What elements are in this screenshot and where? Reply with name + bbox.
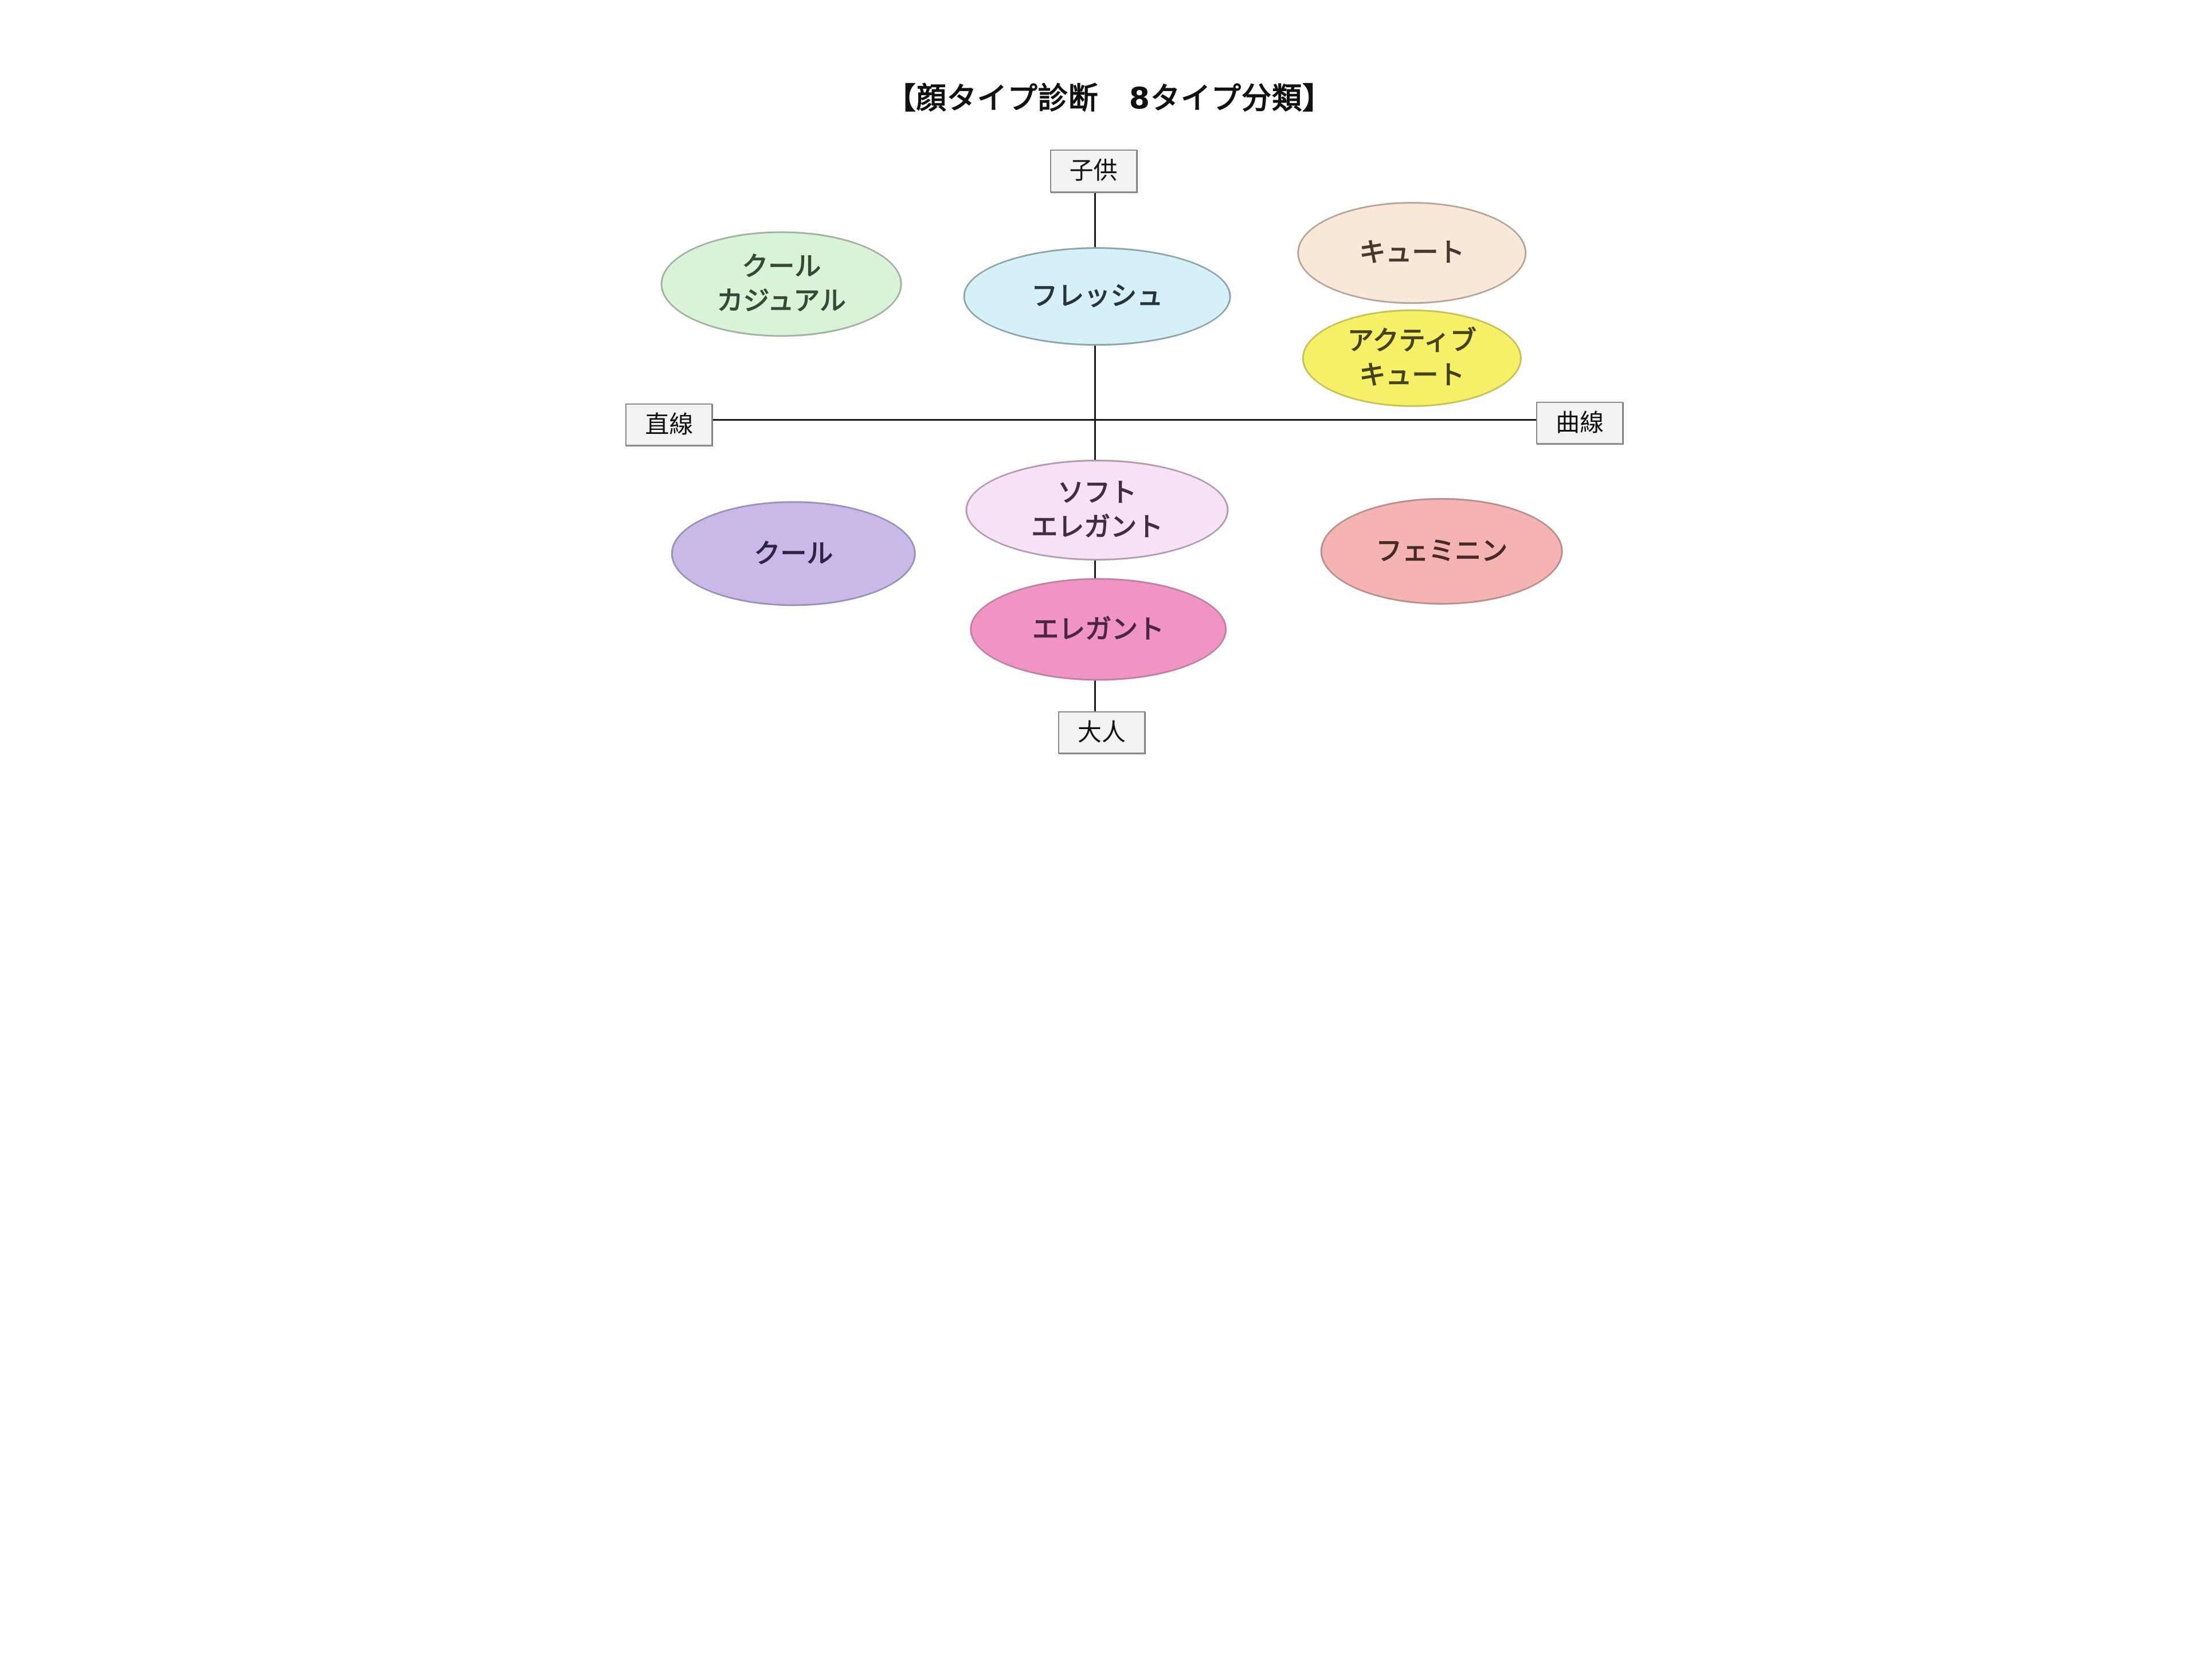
type-ellipse-soft-elegant: ソフト エレガント: [965, 459, 1229, 561]
type-label-feminine: フェミニン: [1376, 535, 1508, 566]
type-ellipse-elegant: エレガント: [970, 578, 1227, 681]
type-label-elegant: エレガント: [1032, 613, 1165, 645]
type-label-soft-elegant: ソフト エレガント: [1031, 477, 1164, 542]
type-label-cool-casual: クール カジュアル: [716, 250, 846, 316]
type-ellipse-cool-casual: クール カジュアル: [660, 231, 902, 337]
type-label-active-cute: アクティブ キュート: [1347, 324, 1477, 390]
horizontal-axis-line: [669, 419, 1581, 421]
type-label-cool: クール: [754, 538, 833, 569]
type-ellipse-cool: クール: [671, 501, 916, 606]
type-label-fresh: フレッシュ: [1031, 280, 1164, 312]
face-type-diagram: 【顔タイプ診断 8タイプ分類】 子供 大人 直線 曲線 クール カジュアル フレ…: [550, 0, 1651, 840]
type-ellipse-active-cute: アクティブ キュート: [1302, 309, 1522, 407]
vertical-axis-line: [1094, 170, 1096, 733]
type-ellipse-feminine: フェミニン: [1320, 498, 1563, 605]
type-ellipse-cute: キュート: [1297, 202, 1527, 304]
type-ellipse-fresh: フレッシュ: [963, 247, 1231, 346]
axis-label-curve: 曲線: [1536, 402, 1624, 445]
axis-label-child: 子供: [1049, 150, 1137, 193]
diagram-title: 【顔タイプ診断 8タイプ分類】: [886, 81, 1333, 116]
axis-label-adult: 大人: [1058, 711, 1145, 754]
axis-label-straight: 直線: [625, 403, 713, 447]
type-label-cute: キュート: [1359, 237, 1465, 268]
